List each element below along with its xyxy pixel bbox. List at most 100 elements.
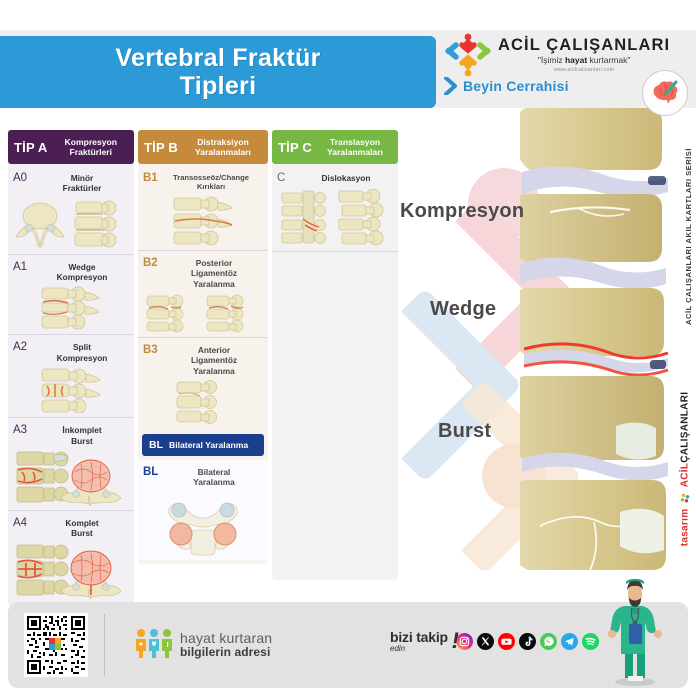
entry-code: B3: [143, 344, 158, 357]
bl-band-label: Bilateral Yaralanma: [169, 440, 249, 451]
brand-slogan: "İşimiz hayat kurtarmak": [498, 55, 670, 66]
column-body-tip-c: C Dislokasyon: [272, 164, 398, 580]
credit-brand-dark: ÇALIŞANLARI: [679, 392, 691, 464]
entry-label-line2: Ligamentöz: [190, 355, 238, 366]
vertical-credit: tasarım ACİLÇALIŞANLARI: [676, 392, 694, 546]
entry-label-line1: Komplet: [65, 517, 99, 528]
entry-label-line2: Fraktürler: [62, 183, 102, 194]
entry-code: A1: [13, 260, 28, 273]
chevron-right-icon: [444, 76, 457, 96]
entry-code: A3: [13, 424, 28, 437]
brand-name: ACİL ÇALIŞANLARI: [498, 35, 671, 54]
column-subtitle-line2: Fraktürleri: [69, 147, 113, 157]
entry-label: Transosseöz/Change Kırıkları: [159, 172, 263, 192]
entry-label: Minör Fraktürler: [35, 172, 129, 194]
instagram-icon[interactable]: [455, 633, 473, 650]
entry-label-line1: İnkomplet: [62, 425, 102, 436]
entry-label: Bilateral Yaralanma: [165, 466, 263, 488]
entry-b1[interactable]: B1 Transosseöz/Change Kırıkları: [138, 166, 268, 250]
figure-split-compression: [13, 367, 129, 414]
entry-a3[interactable]: A3 İnkomplet Burst: [8, 417, 134, 510]
column-subtitle: Kompresyon Fraktürleri: [52, 137, 130, 158]
telegram-icon[interactable]: [560, 633, 578, 650]
entry-a2[interactable]: A2 Split Kompresyon: [8, 334, 134, 417]
fracture-type-columns: TİP A Kompresyon Fraktürleri A0 Minör Fr…: [0, 130, 400, 607]
column-subtitle-line1: Kompresyon: [64, 136, 118, 147]
entry-label-line1: Transosseöz/Change: [173, 173, 249, 182]
brand-slogan-post: kurtarmak": [587, 55, 631, 66]
hk-line2: bilgilerin adresi: [180, 644, 271, 659]
entry-code: B2: [143, 256, 158, 269]
credit-prefix: tasarım: [679, 508, 691, 547]
figure-dislocation-pair: [277, 188, 393, 247]
follow-line2: edin: [390, 644, 406, 653]
three-people-icon: [134, 628, 174, 663]
entry-label-line1: Anterior: [197, 345, 231, 356]
entry-label: Posterior Ligamentöz Yaralanma: [165, 257, 263, 289]
tiktok-icon[interactable]: [518, 633, 536, 650]
entry-code: A2: [13, 341, 28, 354]
entry-label: İnkomplet Burst: [35, 424, 129, 446]
follow-block: bizi takip edin !: [390, 628, 603, 653]
whatsapp-icon[interactable]: [539, 633, 557, 650]
entry-a4[interactable]: A4 Komplet Burst: [8, 509, 134, 603]
figure-anterior-ligament: [143, 380, 263, 425]
entry-b3[interactable]: B3 Anterior Ligamentöz Yaralanma: [138, 337, 268, 428]
page-title: Vertebral Fraktür Tipleri: [0, 36, 436, 108]
brand-url: www.acilcalisanlari.com: [553, 67, 615, 74]
entry-b2[interactable]: B2 Posterior Ligamentöz Yaralanma: [138, 249, 268, 337]
entry-code: C: [277, 172, 286, 184]
entry-label: Anterior Ligamentöz Yaralanma: [165, 344, 263, 376]
entry-a1[interactable]: A1 Wedge Kompresyon: [8, 253, 134, 335]
hayat-kurtaran-text: hayat kurtaran bilgilerin adresi: [180, 631, 272, 659]
entry-label-line1: Minör: [70, 173, 94, 183]
entry-code: A0: [13, 172, 28, 184]
follow-line1: bizi takip: [390, 629, 448, 645]
brand-slogan-bold: hayat: [564, 55, 588, 66]
entry-a0[interactable]: A0 Minör Fraktürler: [8, 166, 134, 254]
brand-mini-logo-icon: [676, 493, 694, 504]
entry-code: BL: [143, 466, 159, 479]
entry-label-line1: Posterior: [195, 257, 233, 268]
entry-c-spacer: [272, 250, 398, 562]
figure-posterior-ligament-pair: [143, 293, 263, 333]
entry-label: Wedge Kompresyon: [35, 261, 129, 283]
brain-surgery-icon: [642, 70, 688, 116]
brand-text: ACİL ÇALIŞANLARI "İşimiz hayat kurtarmak…: [498, 37, 670, 73]
page-title-line2: Tipleri: [179, 72, 257, 100]
brand-header: ACİL ÇALIŞANLARI "İşimiz hayat kurtarmak…: [442, 32, 696, 78]
credit-brand: ACİLÇALIŞANLARI: [680, 392, 691, 488]
entry-label-line1: Bilateral: [197, 467, 231, 478]
spine-label-burst: Burst: [438, 420, 492, 442]
entry-label: Split Kompresyon: [35, 341, 129, 363]
footer-divider: [104, 614, 105, 676]
follow-exclamation: !: [451, 628, 459, 653]
acil-calisanlari-logo-icon: [442, 33, 494, 77]
entry-bl[interactable]: BL Bilateral Yaralanma: [138, 460, 268, 560]
entry-c[interactable]: C Dislokasyon: [272, 166, 398, 251]
figure-bilateral-facet: [143, 498, 263, 556]
entry-label-line2: Burst: [71, 435, 93, 446]
entry-label-line2: Burst: [71, 528, 93, 539]
youtube-icon[interactable]: [497, 633, 515, 650]
entry-label-line2: Kompresyon: [56, 272, 108, 283]
entry-label-line2: Ligamentöz: [190, 268, 238, 279]
column-tip-b: TİP B Distraksiyon Yaralanmaları B1 Tran…: [138, 130, 268, 564]
figure-wedge-compression: [13, 286, 129, 330]
bl-band: BL Bilateral Yaralanma: [142, 434, 264, 457]
credit-brand-red: ACİL: [679, 463, 691, 488]
spotify-icon[interactable]: [581, 633, 599, 650]
column-subtitle-line2: Yaralanmaları: [327, 147, 383, 157]
vertical-series-text: ACİL ÇALIŞANLARI AKIL KARTLARI SERİSİ: [684, 148, 693, 325]
column-header-tip-a: TİP A Kompresyon Fraktürleri: [8, 130, 134, 164]
figure-transosseous-chance: [143, 196, 263, 246]
qr-code[interactable]: [24, 613, 88, 677]
doctor-illustration: [600, 572, 670, 688]
spine-illustration: [520, 108, 670, 578]
column-subtitle-line1: Distraksiyon: [197, 136, 249, 147]
column-tip-label: TİP B: [144, 139, 178, 155]
entry-label-line2: Yaralanma: [193, 477, 235, 488]
entry-label-line2: Kırıkları: [196, 182, 226, 192]
hayat-kurtaran-block: hayat kurtaran bilgilerin adresi: [134, 628, 272, 663]
x-twitter-icon[interactable]: [476, 633, 494, 650]
